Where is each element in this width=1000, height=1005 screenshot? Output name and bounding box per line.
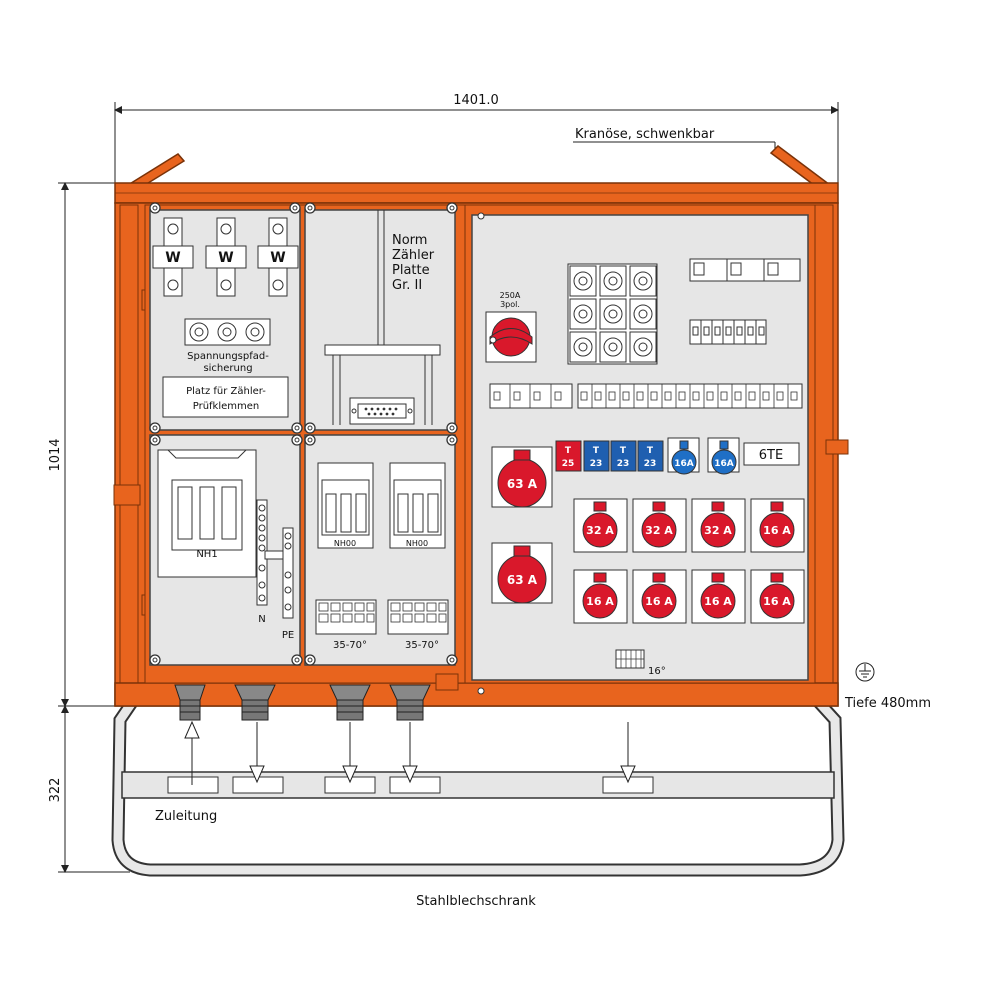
nh1-label: NH1 [196,549,217,560]
tag-blue-t23-3: T 23 [637,440,664,472]
cabinet-height-dimension: 1014 [48,438,63,471]
meter-label-2: W [218,250,233,266]
cee-socket-63a-upper-label: 63 A [507,477,538,491]
terminal-block-2 [387,599,449,635]
cee-socket-row2-4[interactable]: 16 A [750,569,805,624]
terminal-label-1: 35-70° [333,640,367,651]
nh00-fuse-1 [317,462,374,549]
cee-socket-63a-lower-label: 63 A [507,573,538,587]
ground-icon [855,662,875,682]
meter-section: W W W [149,202,458,666]
cee-socket-row2-3[interactable]: 16 A [691,569,746,624]
norm-label-4: Gr. II [392,278,422,293]
svg-text:23: 23 [590,459,603,469]
cee-socket-row1-4-label: 16 A [763,524,791,537]
width-dimension: 1401.0 [453,93,499,108]
distribution-panel: 250A 3pol. [471,212,809,695]
small-terminal-label: 16° [648,666,666,677]
cee-socket-row1-2[interactable]: 32 A [632,498,687,553]
svg-text:T: T [565,446,572,456]
meter-blocks: W W W [152,217,299,297]
nh1-fuse [157,449,257,578]
voltage-path-label-2: sicherung [203,363,252,374]
cee-socket-row2-4-label: 16 A [763,595,791,608]
cee-socket-row1-3[interactable]: 32 A [691,498,746,553]
cee-socket-row1-3-label: 32 A [704,524,732,537]
fuse-grid [567,263,658,365]
cable-glands [174,673,459,721]
small-terminal-block [615,649,645,669]
cee-socket-63a-upper[interactable]: 63 A [491,446,553,508]
nh00-label-2: NH00 [406,539,428,548]
base-frame [111,693,845,877]
neutral-pe-bars [256,499,294,619]
norm-label-2: Zähler [392,248,435,263]
test-terminal-label-1: Platz für Zähler- [186,386,266,397]
base-height-dimension: 322 [48,778,63,803]
cee-socket-row2-2-label: 16 A [645,595,673,608]
rcd-breakers [689,319,767,345]
svg-text:25: 25 [562,459,575,469]
voltage-path-fuses [184,318,271,346]
norm-label-3: Platte [392,263,430,278]
norm-label-1: Norm [392,233,427,248]
depth-label: Tiefe 480mm [844,696,931,711]
meter-label-3: W [270,250,285,266]
svg-text:T: T [620,446,627,456]
cee-socket-row1-1[interactable]: 32 A [573,498,628,553]
n-bar-label: N [258,614,265,625]
cee-socket-row2-1[interactable]: 16 A [573,569,628,624]
top-right-breakers [689,258,801,282]
dimension-lines: 1401.0 1014 322 [48,93,839,873]
cee-socket-63a-lower[interactable]: 63 A [491,542,553,604]
supply-label: Zuleitung [155,809,217,824]
nh00-label-1: NH00 [334,539,356,548]
terminal-label-2: 35-70° [405,640,439,651]
switch-rating-label-1: 250A [500,291,521,300]
svg-text:T: T [593,446,600,456]
cee-socket-row1-2-label: 32 A [645,524,673,537]
nh00-fuse-2 [389,462,446,549]
meter-label-1: W [165,250,180,266]
test-terminal-label-2: Prüfklemmen [193,401,260,412]
cee-socket-row2-1-label: 16 A [586,595,614,608]
cee-socket-row2-2[interactable]: 16 A [632,569,687,624]
blue-socket-2-label: 16A [714,459,734,469]
breaker-row [489,383,803,409]
blue-socket-2[interactable]: 16A [707,437,740,475]
blue-socket-1-label: 16A [674,459,694,469]
svg-text:23: 23 [617,459,630,469]
cee-socket-row1-1-label: 32 A [586,524,614,537]
svg-text:T: T [647,446,654,456]
svg-text:23: 23 [644,459,657,469]
main-switch[interactable] [485,311,537,363]
tag-blue-t23-1: T 23 [583,440,610,472]
switch-rating-label-2: 3pol. [500,300,520,309]
six-te-label: 6TE [759,448,783,463]
pe-bar-label: PE [282,630,294,641]
tag-red-t25: T 25 [555,440,582,472]
crane-eye-label: Kranöse, schwenkbar [575,127,715,142]
tag-blue-t23-2: T 23 [610,440,637,472]
terminal-block-1 [315,599,377,635]
cee-socket-row1-4[interactable]: 16 A [750,498,805,553]
voltage-path-label-1: Spannungspfad- [187,351,269,362]
supply-arrows [184,720,636,785]
blue-socket-1[interactable]: 16A [667,437,700,475]
cee-socket-row2-3-label: 16 A [704,595,732,608]
cabinet-type-label: Stahlblechschrank [416,894,536,909]
